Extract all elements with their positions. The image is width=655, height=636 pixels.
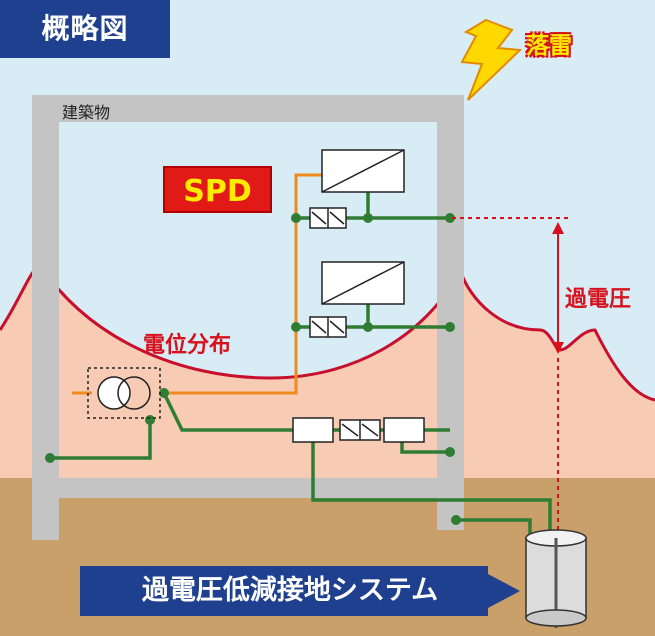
overvoltage-indicator <box>452 217 570 530</box>
system-label: 過電圧低減接地システム <box>141 575 439 606</box>
system-banner <box>80 566 520 616</box>
lightning-bolt <box>460 18 523 101</box>
equipment-upper <box>321 149 405 193</box>
spd-symbol-upper <box>309 207 347 229</box>
equipment-lower <box>321 261 405 305</box>
spd-symbol-lower <box>309 316 347 338</box>
ground-electrode <box>525 529 587 628</box>
spd-label: SPD <box>163 166 272 213</box>
title-badge: 概略図 <box>0 0 170 58</box>
potential-label: 電位分布 <box>143 333 232 358</box>
lightning-label: 落雷 <box>526 33 572 59</box>
building-frame <box>32 95 464 540</box>
overvoltage-label: 過電圧 <box>565 287 632 312</box>
spd-symbol-ground-line <box>292 417 425 443</box>
building-label: 建築物 <box>62 103 111 122</box>
transformer-icon <box>87 367 161 419</box>
